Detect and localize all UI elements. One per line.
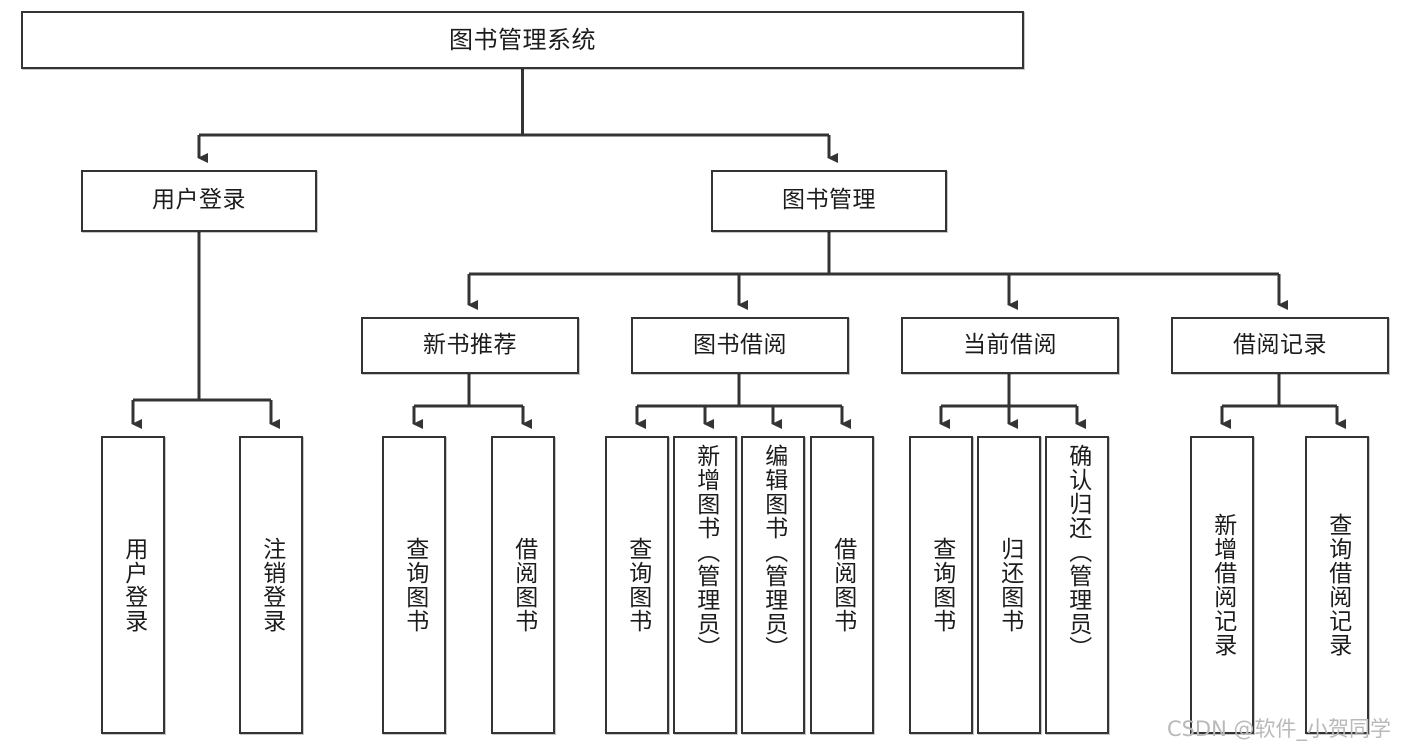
- leaf-label: 确认归还（管理员）: [1064, 444, 1091, 660]
- leaf-label: 查询图书: [624, 537, 651, 633]
- node-current-borrow[interactable]: 当前借阅: [901, 317, 1119, 374]
- leaf-query-book-from-recommend[interactable]: 查询图书: [382, 436, 446, 734]
- leaf-label: 归还图书: [996, 537, 1023, 633]
- leaf-label: 用户登录: [120, 537, 147, 633]
- leaf-borrow-book-from-recommend[interactable]: 借阅图书: [491, 436, 555, 734]
- leaf-label: 编辑图书（管理员）: [760, 444, 787, 660]
- leaf-borrow-book-from-borrow[interactable]: 借阅图书: [810, 436, 874, 734]
- leaf-query-book-from-borrow[interactable]: 查询图书: [605, 436, 669, 734]
- leaf-label: 新增借阅记录: [1209, 513, 1236, 657]
- node-label: 图书管理: [782, 187, 876, 214]
- node-root-book-management-system[interactable]: 图书管理系统: [21, 11, 1024, 69]
- leaf-add-book-admin[interactable]: 新增图书（管理员）: [673, 436, 737, 734]
- node-label: 当前借阅: [963, 331, 1057, 358]
- leaf-label: 查询借阅记录: [1324, 513, 1351, 657]
- node-label: 图书管理系统: [449, 25, 596, 54]
- leaf-query-book-from-current[interactable]: 查询图书: [909, 436, 973, 734]
- leaf-query-borrow-record[interactable]: 查询借阅记录: [1305, 436, 1369, 734]
- node-label: 用户登录: [152, 187, 246, 214]
- leaf-confirm-return-admin[interactable]: 确认归还（管理员）: [1045, 436, 1109, 734]
- node-user-login[interactable]: 用户登录: [81, 170, 317, 232]
- node-new-book-recommend[interactable]: 新书推荐: [361, 317, 579, 374]
- leaf-label: 查询图书: [401, 537, 428, 633]
- node-label: 图书借阅: [693, 331, 787, 358]
- leaf-label: 新增图书（管理员）: [692, 444, 719, 660]
- leaf-user-login[interactable]: 用户登录: [101, 436, 165, 734]
- leaf-logout-login[interactable]: 注销登录: [239, 436, 303, 734]
- leaf-edit-book-admin[interactable]: 编辑图书（管理员）: [741, 436, 805, 734]
- node-label: 借阅记录: [1233, 331, 1327, 358]
- leaf-label: 查询图书: [928, 537, 955, 633]
- leaf-return-book[interactable]: 归还图书: [977, 436, 1041, 734]
- node-label: 新书推荐: [423, 331, 517, 358]
- leaf-label: 借阅图书: [829, 537, 856, 633]
- leaf-label: 借阅图书: [510, 537, 537, 633]
- leaf-label: 注销登录: [258, 537, 285, 633]
- node-book-borrow[interactable]: 图书借阅: [631, 317, 849, 374]
- node-book-management[interactable]: 图书管理: [711, 170, 947, 232]
- leaf-add-borrow-record[interactable]: 新增借阅记录: [1190, 436, 1254, 734]
- node-borrow-record[interactable]: 借阅记录: [1171, 317, 1389, 374]
